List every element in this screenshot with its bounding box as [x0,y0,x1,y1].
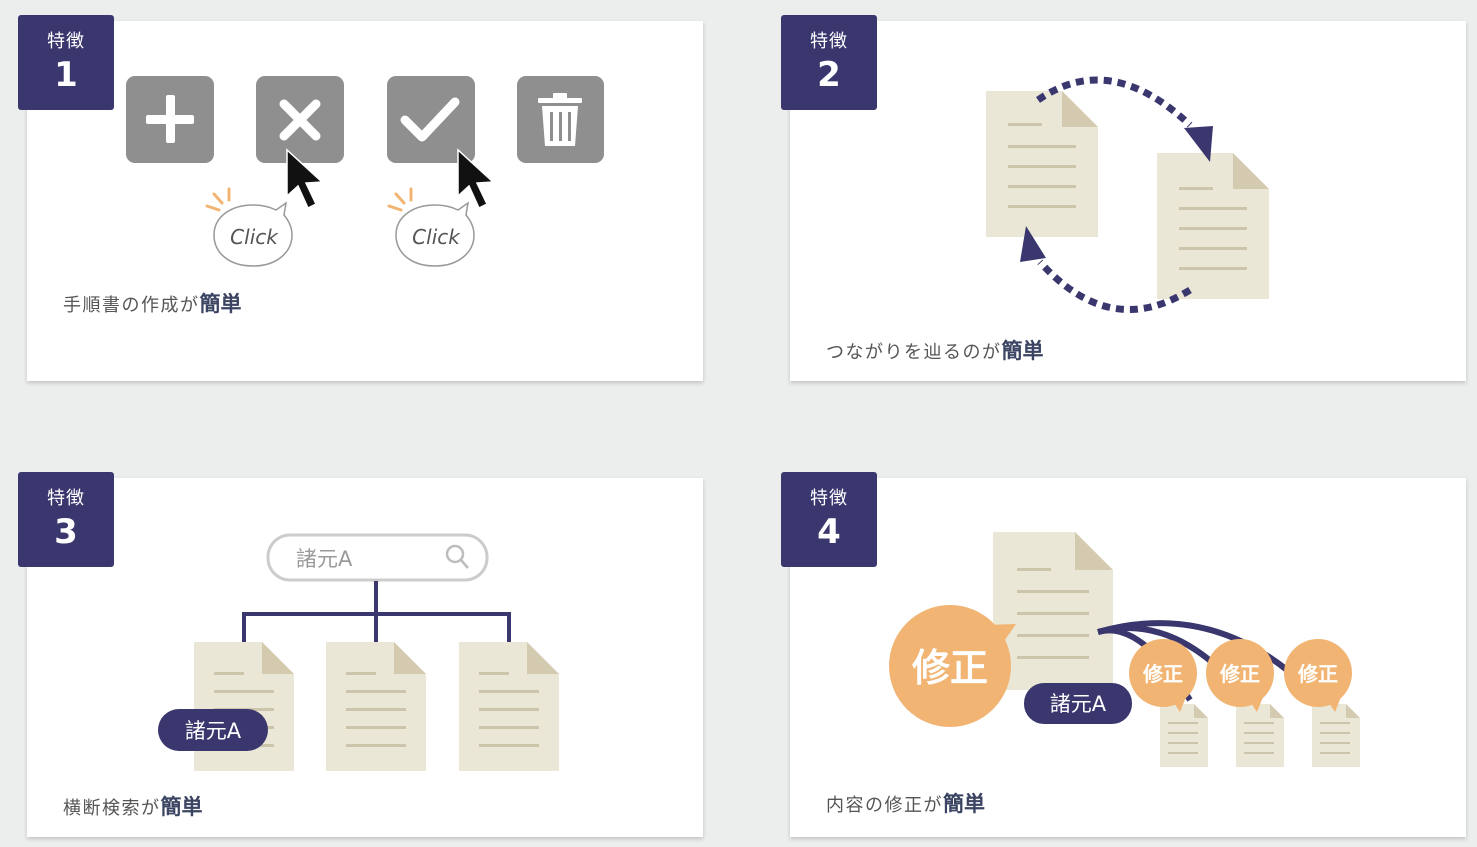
search-field[interactable]: 諸元A [266,533,489,582]
add-button[interactable] [126,76,214,163]
feature-label: 特徴 [47,488,85,509]
spec-tag: 諸元A [1024,683,1132,724]
small-document-icon [1160,704,1360,767]
svg-text:修正: 修正 [912,646,988,690]
feature-caption-4: 内容の修正が簡単 [826,792,985,816]
cursor-icon [286,148,324,210]
svg-text:修正: 修正 [1219,662,1260,686]
feature-label: 特徴 [810,31,848,52]
feature-card-2 [790,21,1466,381]
document-icon [194,642,294,771]
document-icon [459,642,559,771]
feature-number: 3 [54,512,78,552]
svg-text:修正: 修正 [1297,662,1338,686]
trash-icon [538,93,582,146]
edit-bubble: 修正 [889,605,1016,727]
small-edit-bubble: 修正 [1129,639,1197,712]
click-bubble: Click [387,187,475,267]
feature-number: 1 [54,55,78,95]
feature-badge-2: 特徴 2 [781,15,877,110]
feature-label: 特徴 [47,31,85,52]
document-icon [993,532,1113,690]
feature-number: 4 [817,512,841,552]
svg-text:諸元A: 諸元A [1050,692,1107,716]
feature-badge-1: 特徴 1 [18,15,114,110]
svg-text:諸元A: 諸元A [185,719,242,743]
spec-tag: 諸元A [158,709,268,751]
feature-caption-2: つながりを辿るのが簡単 [826,339,1044,363]
click-bubble: Click [205,187,293,267]
feature-caption-1: 手順書の作成が簡単 [63,292,242,316]
link-arrows [1020,76,1213,313]
feature-badge-4: 特徴 4 [781,472,877,567]
check-icon [400,97,460,142]
close-icon [279,99,321,141]
feature-label: 特徴 [810,488,848,509]
document-icon [326,642,426,771]
feature-caption-3: 横断検索が簡単 [63,795,203,819]
search-icon [445,544,469,569]
confirm-button[interactable] [387,76,475,163]
search-input-value: 諸元A [296,547,353,571]
click-text: Click [230,225,279,249]
feature-number: 2 [817,55,841,95]
plus-icon [146,95,194,143]
small-edit-bubble: 修正 [1206,639,1274,712]
tree-connector [242,581,511,642]
delete-mark-button[interactable] [256,76,344,163]
cursor-icon [457,148,495,210]
feature-badge-3: 特徴 3 [18,472,114,567]
small-edit-bubble: 修正 [1284,639,1352,712]
document-icon [1157,153,1269,299]
document-icon [986,91,1098,237]
trash-button[interactable] [517,76,604,163]
click-text: Click [412,225,461,249]
svg-text:修正: 修正 [1142,662,1183,686]
